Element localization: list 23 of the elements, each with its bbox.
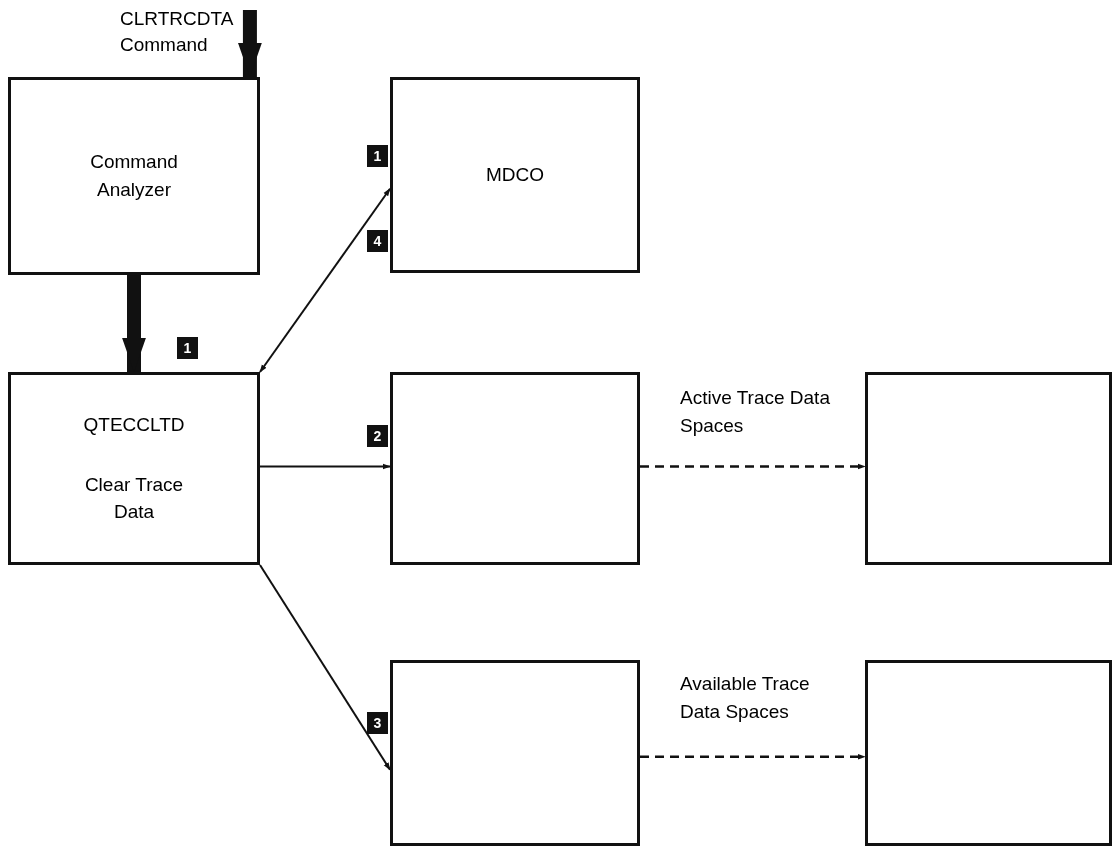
callout-number: 1 (367, 145, 388, 167)
arrow (259, 463, 391, 470)
process-box (8, 372, 260, 565)
box-label: QTECCLTD (83, 413, 185, 438)
process-box (390, 77, 640, 273)
callout-number: 1 (177, 337, 198, 359)
process-box (865, 660, 1112, 846)
callout-number: 3 (367, 712, 388, 734)
process-box (8, 77, 260, 275)
box-label: Clear Trace Data (83, 472, 185, 525)
box-label: MDCO (485, 163, 545, 188)
callout-number: 4 (367, 230, 388, 252)
arrow (640, 463, 866, 470)
callout-number: 2 (367, 425, 388, 447)
arrow (122, 275, 146, 372)
arrow (640, 753, 866, 760)
process-box (390, 660, 640, 846)
arrow (259, 564, 391, 771)
process-box (865, 372, 1112, 565)
process-box (390, 372, 640, 565)
box-label: Command Analyzer (89, 150, 179, 202)
arrow (259, 187, 391, 373)
arrow (238, 10, 262, 77)
